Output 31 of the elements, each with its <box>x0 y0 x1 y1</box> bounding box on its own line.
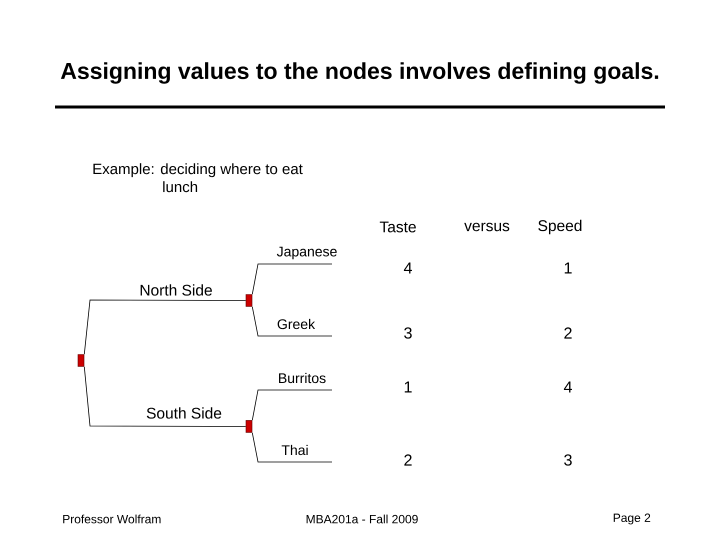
column-heading: Speed <box>538 220 582 234</box>
branch-line <box>252 264 332 295</box>
branch-label: Japanese <box>276 246 338 260</box>
note-text: Example: deciding where to eat lunch <box>93 163 303 192</box>
score-value: 3 <box>404 327 412 339</box>
footer-text: MBA201a - Fall 2009 <box>306 514 418 524</box>
footer-text: Page 2 <box>614 514 650 524</box>
branch-line <box>84 300 246 355</box>
score-value: 1 <box>564 262 572 274</box>
branch-line <box>252 306 332 336</box>
decision-square <box>78 354 84 367</box>
branch-line <box>252 390 332 421</box>
score-value: 4 <box>564 381 572 392</box>
footer-text: Professor Wolfram <box>63 514 161 524</box>
score-value: 1 <box>404 381 412 392</box>
score-value: 2 <box>404 454 412 466</box>
branch-label: South Side <box>145 406 223 420</box>
branch-label: North Side <box>138 283 214 297</box>
branch-line <box>252 432 332 462</box>
branch-label: Greek <box>276 318 316 330</box>
decision-square <box>246 420 252 433</box>
column-heading: Taste <box>380 222 416 232</box>
branch-line <box>84 366 246 427</box>
score-value: 2 <box>564 327 572 339</box>
score-value: 4 <box>404 262 412 274</box>
branch-label: Burritos <box>276 372 328 384</box>
decision-square <box>246 294 252 307</box>
column-heading: versus <box>464 222 510 232</box>
branch-label: Thai <box>280 444 310 456</box>
score-value: 3 <box>564 454 572 466</box>
slide-title: Assigning values to the nodes involves defining goals. <box>60 62 658 84</box>
